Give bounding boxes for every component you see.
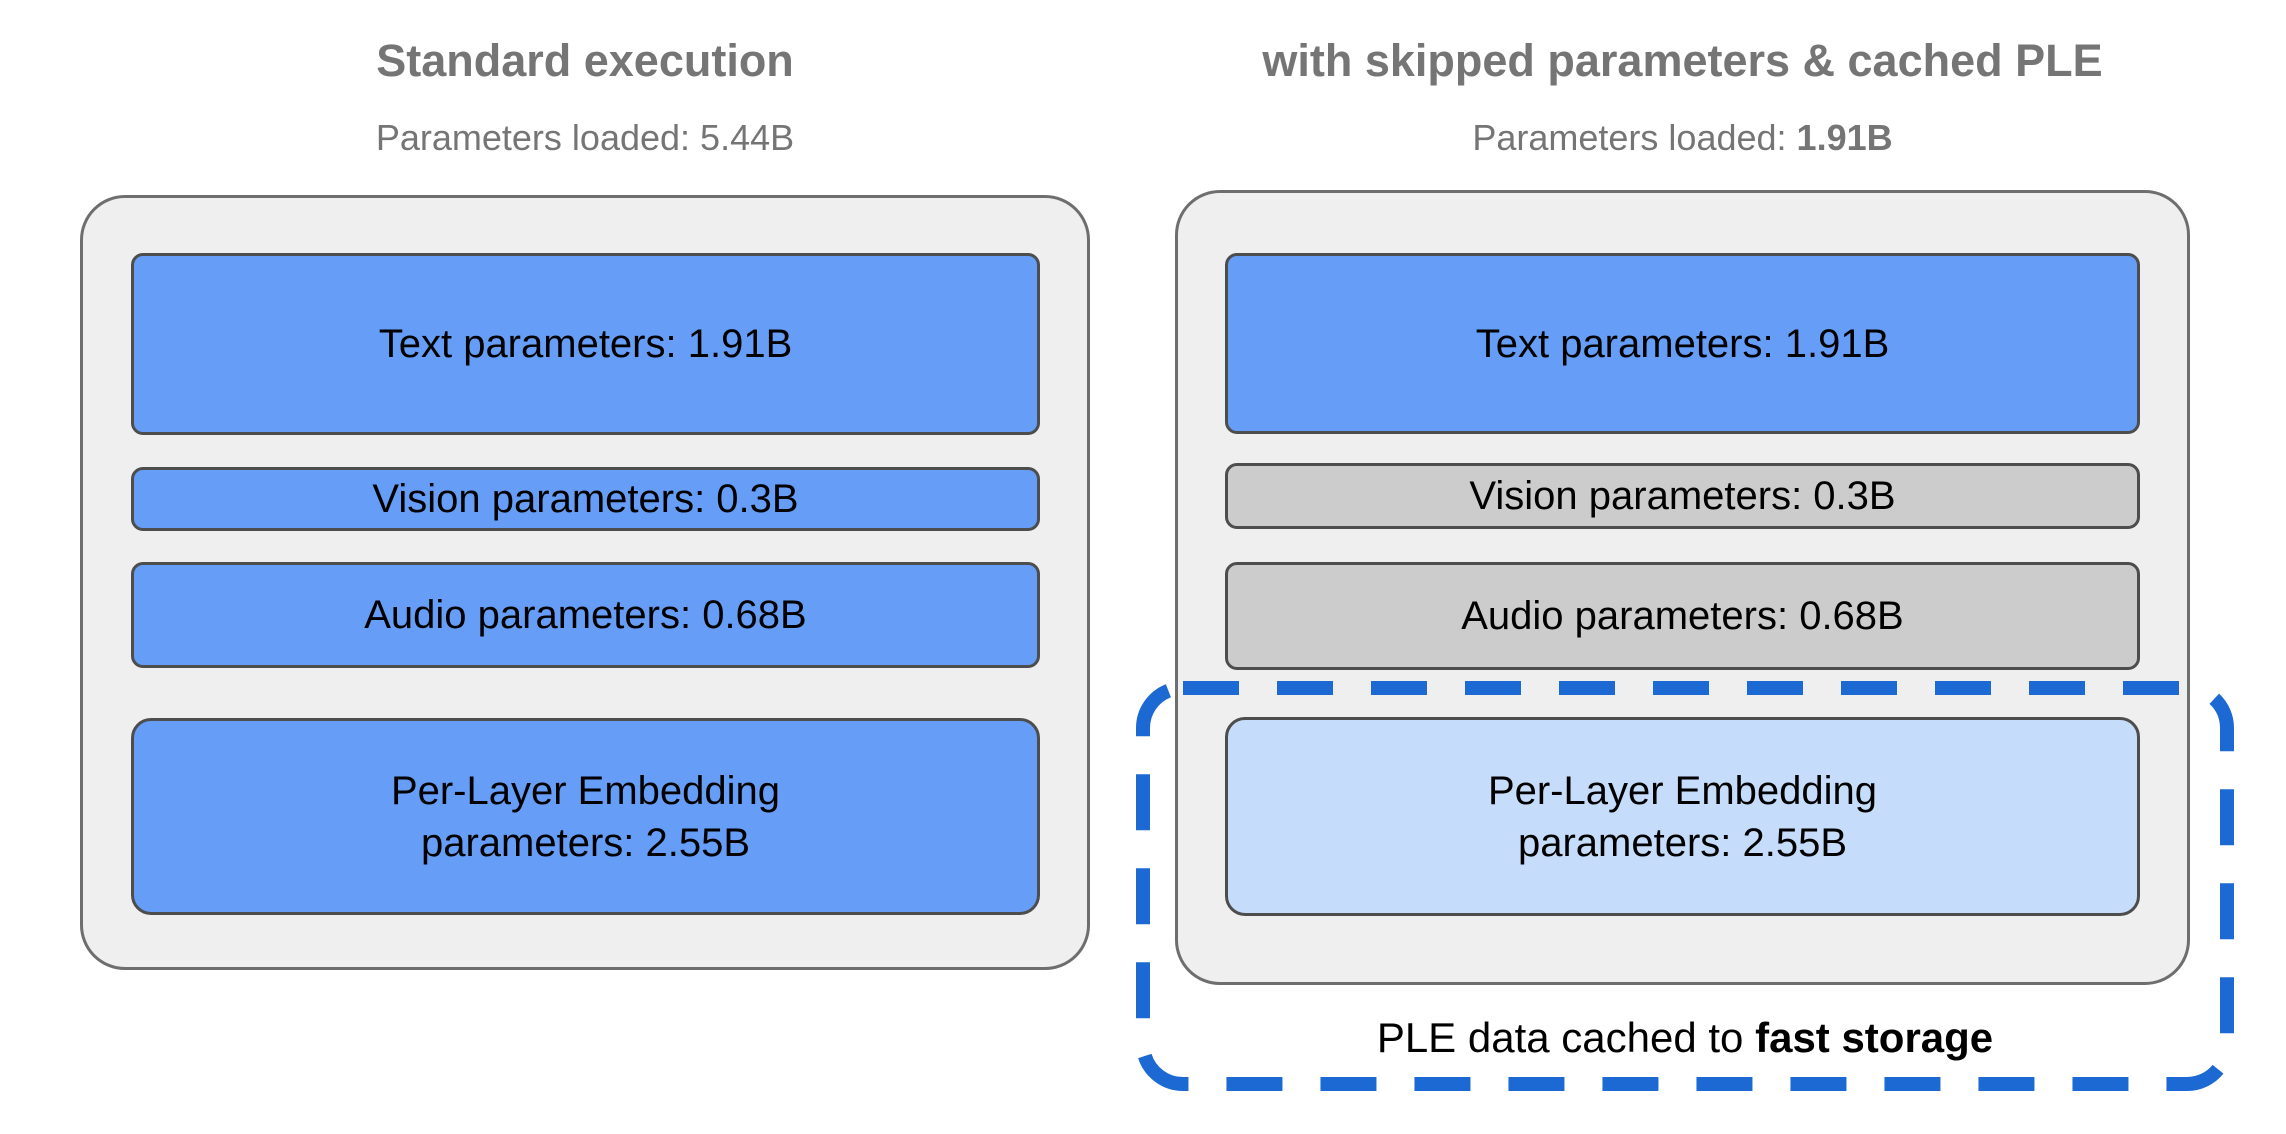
skipped-cached-title: with skipped parameters & cached PLE [1262,35,2103,86]
standard-parameters-loaded: Parameters loaded: 5.44B [80,116,1090,160]
standard-model-container: Text parameters: 1.91B Vision parameters… [80,195,1090,970]
parameters-loaded-value: 1.91B [1796,117,1893,158]
parameters-loaded-label: Parameters loaded: [375,117,701,158]
ple-parameters-label-line1: Per-Layer Embedding [1487,768,1878,813]
ple-parameters-label-line2: parameters: 2.55B [1517,820,1848,865]
standard-vision-parameters-box: Vision parameters: 0.3B [131,467,1040,531]
skipped-text-parameters-box: Text parameters: 1.91B [1225,253,2140,434]
ple-cache-caption-bold: fast storage [1755,1014,1994,1061]
text-parameters-label: Text parameters: 1.91B [378,322,793,366]
ple-parameters-label-line2: parameters: 2.55B [420,820,751,865]
skipped-audio-parameters-box: Audio parameters: 0.68B [1225,562,2140,670]
parameters-loaded-value: 5.44B [700,117,795,158]
standard-audio-parameters-box: Audio parameters: 0.68B [131,562,1040,668]
text-parameters-label: Text parameters: 1.91B [1475,321,1890,366]
ple-parameters-label-line1: Per-Layer Embedding [390,768,781,813]
cached-ple-parameters-box: Per-Layer Embedding parameters: 2.55B [1225,717,2140,916]
vision-parameters-label: Vision parameters: 0.3B [1469,474,1896,518]
audio-parameters-label: Audio parameters: 0.68B [364,593,807,637]
standard-text-parameters-box: Text parameters: 1.91B [131,253,1040,435]
standard-ple-parameters-box: Per-Layer Embedding parameters: 2.55B [131,718,1040,915]
ple-cache-caption-prefix: PLE data cached to [1376,1014,1756,1061]
standard-execution-panel: Standard execution Parameters loaded: 5.… [80,0,1090,1134]
skipped-vision-parameters-box: Vision parameters: 0.3B [1225,463,2140,529]
skipped-cached-panel: with skipped parameters & cached PLE Par… [1136,0,2234,1134]
parameters-loaded-label: Parameters loaded: [1472,117,1797,158]
skipped-parameters-loaded: Parameters loaded: 1.91B [1175,116,2190,160]
skipped-model-container: Text parameters: 1.91B Vision parameters… [1175,190,2190,985]
ple-cache-caption: PLE data cached to fast storage [1135,1012,2235,1064]
standard-execution-title: Standard execution [376,35,794,86]
audio-parameters-label: Audio parameters: 0.68B [1461,594,1904,638]
vision-parameters-label: Vision parameters: 0.3B [372,477,799,521]
